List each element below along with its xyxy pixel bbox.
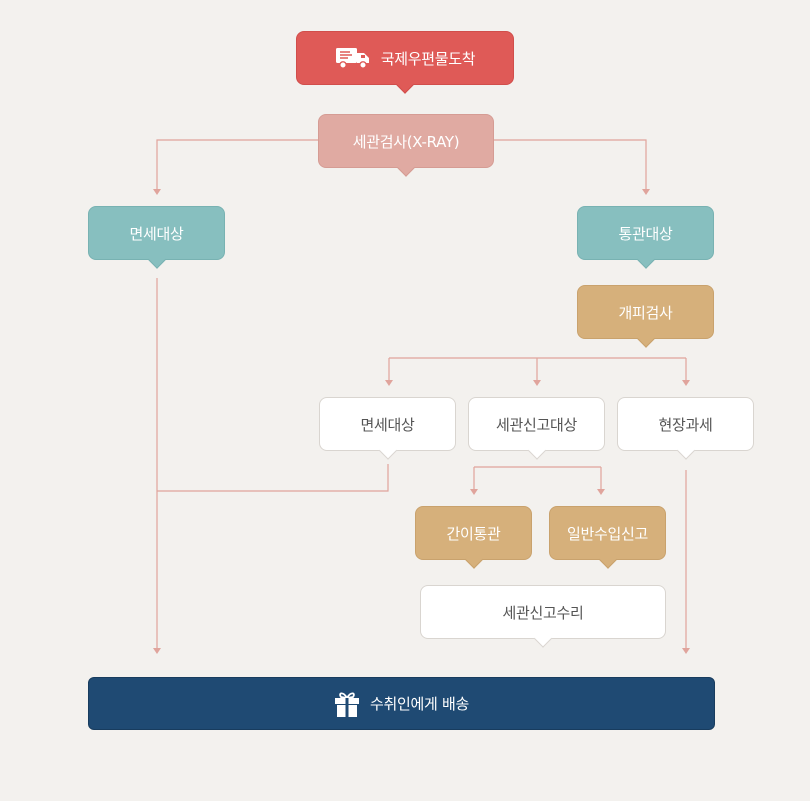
- arrowhead: [642, 189, 650, 195]
- arrowhead: [597, 489, 605, 495]
- duty-free-left-node: 면세대상: [88, 206, 225, 269]
- connector-open-branch: [388, 357, 687, 380]
- declaration-accepted-node: 세관신고수리: [420, 585, 666, 648]
- duty-free-mid-node: 면세대상: [319, 397, 456, 460]
- arrowhead: [153, 189, 161, 195]
- arrival-node: 국제우편물도착: [296, 31, 514, 94]
- open-inspection-label: 개피검사: [618, 303, 673, 322]
- duty-free-left-label: 면세대상: [129, 224, 184, 243]
- connector-xray-right: [494, 139, 647, 189]
- customs-target-node: 통관대상: [577, 206, 714, 269]
- arrowhead: [682, 648, 690, 654]
- arrowhead: [385, 380, 393, 386]
- declaration-target-label: 세관신고대상: [495, 415, 577, 434]
- delivery-truck-icon: [335, 46, 371, 70]
- connector-xray-left: [156, 139, 318, 189]
- connector-dutyfree-join: [157, 464, 389, 492]
- gift-box-icon: [334, 690, 360, 718]
- arrowhead: [533, 380, 541, 386]
- declaration-accepted-label: 세관신고수리: [502, 603, 584, 622]
- delivery-node: 수취인에게 배송: [88, 677, 715, 730]
- simple-clearance-node: 간이통관: [415, 506, 532, 569]
- xray-label: 세관검사(X-RAY): [352, 132, 460, 151]
- arrowhead: [470, 489, 478, 495]
- xray-node: 세관검사(X-RAY): [318, 114, 494, 177]
- open-inspection-node: 개피검사: [577, 285, 714, 348]
- customs-target-label: 통관대상: [618, 224, 673, 243]
- arrowhead: [153, 648, 161, 654]
- declaration-target-node: 세관신고대상: [468, 397, 605, 460]
- simple-clearance-label: 간이통관: [446, 524, 501, 543]
- delivery-label: 수취인에게 배송: [370, 695, 469, 713]
- onsite-tax-node: 현장과세: [617, 397, 754, 460]
- arrowhead: [682, 380, 690, 386]
- general-import-node: 일반수입신고: [549, 506, 666, 569]
- duty-free-mid-label: 면세대상: [360, 415, 415, 434]
- onsite-tax-label: 현장과세: [658, 415, 713, 434]
- general-import-label: 일반수입신고: [566, 524, 648, 543]
- connector-declaration-branch: [473, 466, 602, 489]
- arrival-label: 국제우편물도착: [380, 49, 476, 68]
